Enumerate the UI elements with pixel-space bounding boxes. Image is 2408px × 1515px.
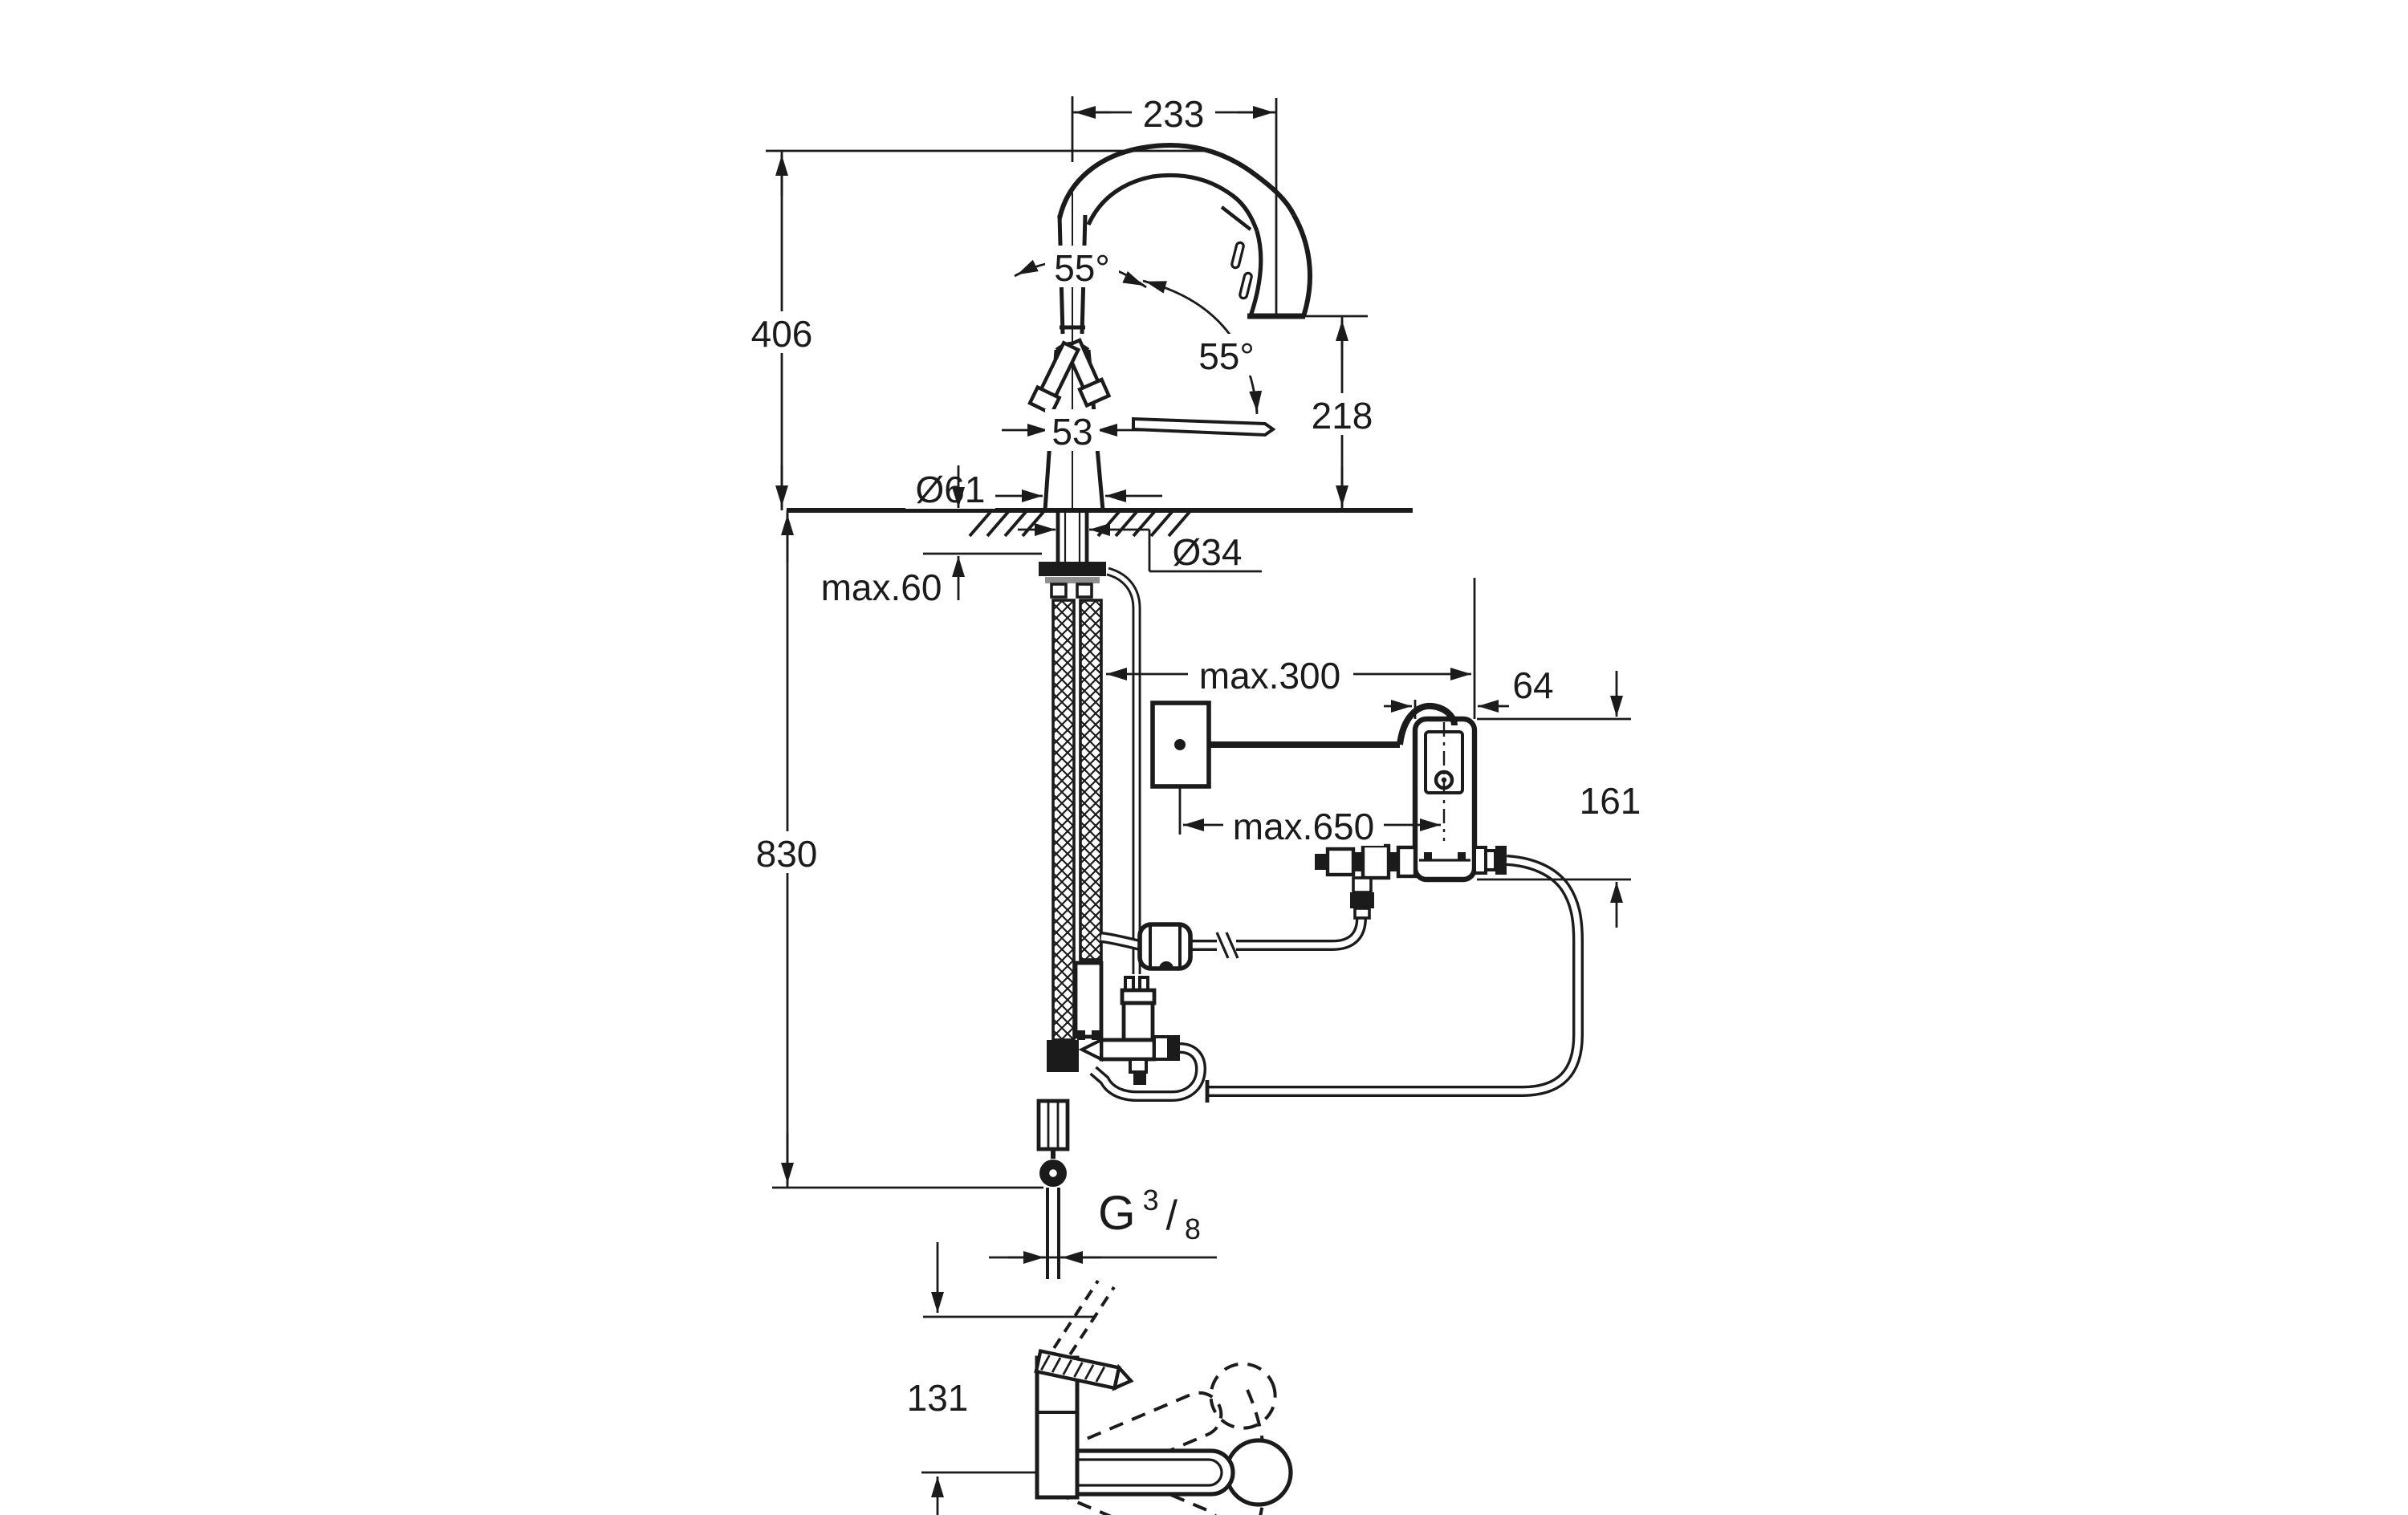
cartridge-body [1121,1001,1155,1042]
dim-131-label: 131 [907,1377,969,1419]
body-top-view [1035,1355,1080,1500]
hose-nipple [1050,583,1068,599]
dimension-53: 53 [1002,409,1143,453]
dim-406-label: 406 [751,313,813,355]
angle-55-left-label: 55° [1054,247,1110,289]
dim-max650-label: max.650 [1233,806,1374,847]
dimension-dia61: Ø61 [905,467,1162,510]
braided-hose-left [1051,599,1076,1042]
dim-dia61-label: Ø61 [916,469,986,510]
dimension-406: 406 [740,151,824,510]
braided-hose-right [1079,599,1103,961]
thread-denominator: 8 [1185,1212,1201,1245]
hose-break-mark [1225,932,1239,959]
pullout-hose [1106,567,1141,974]
spray-button-slot [1239,271,1253,300]
lever-travel-dashed [1058,1286,1116,1372]
handle-right-position [1027,340,1081,416]
dimension-dia34: Ø34 [1018,523,1262,573]
handle-horizontal-position [1132,416,1276,437]
angle-55-right: 55° [1142,279,1263,415]
dimension-max60: max.60 [821,465,965,608]
tee-right-ring [1169,1035,1180,1061]
dim-max300-label: max.300 [1199,655,1340,697]
dim-218-label: 218 [1312,395,1373,437]
control-box-led [1434,770,1454,790]
thread-label: G 3 / 8 [1098,1184,1201,1245]
dimension-64: 64 [1384,664,1554,719]
cartridge-cap [1120,988,1157,1005]
dimension-218: 218 [1300,316,1384,510]
u-bend-hose [1089,1042,1207,1102]
thread-slash: / [1165,1192,1178,1239]
dimension-g38: G 3 / 8 [989,1184,1217,1264]
dim-53-label: 53 [1051,411,1092,453]
spout-outer-edge [1057,143,1296,219]
tee-right-port [1153,1035,1170,1061]
tee-body [1099,1038,1157,1062]
dim-max60-label: max.60 [821,567,942,608]
hose-connector [1047,1040,1079,1072]
supply-pipe-assembly [1036,1040,1079,1279]
sensor-puck [1150,701,1211,835]
lever-top-view [1034,1348,1134,1391]
dim-dia34-label: Ø34 [1173,531,1243,573]
mounting-flange [1039,562,1106,576]
spray-button-slot [1230,241,1245,270]
hose-bracket [1073,961,1104,1039]
hose-nipple [1076,583,1093,599]
dim-64-label: 64 [1512,664,1553,706]
spray-head-joint [1220,205,1252,231]
dimension-830: 830 [745,510,828,1188]
spout-top-view [1051,1448,1235,1497]
dimension-max300: max.300 [1106,578,1476,719]
control-box [1412,716,1478,883]
check-valve-tee [1073,961,1180,1085]
control-box-right-loop [1205,846,1584,1103]
dimension-161: 161 [1477,671,1647,928]
ribbed-connector [1036,1099,1070,1151]
angle-55-left: 55° [1014,246,1147,289]
angle-55-right-label: 55° [1198,335,1255,377]
control-box-left-fittings [1315,843,1418,920]
dimension-233: 233 [1072,91,1278,315]
control-box-housing [1412,716,1478,883]
spout-arc [1057,143,1368,319]
tee-left-connector [1078,1037,1103,1062]
spray-head-inner [1248,230,1263,317]
thread-numerator: 3 [1143,1184,1159,1216]
thread-prefix: G [1098,1186,1136,1240]
dim-161-label: 161 [1580,780,1641,822]
bottom-view: 131 [907,1242,1293,1515]
spray-head-ball [1224,1438,1293,1507]
barrel-notch [1159,961,1173,969]
lever-travel-dashed [1042,1279,1100,1366]
spray-head-outer [1291,213,1312,317]
dim-830-label: 830 [756,833,818,875]
dim-233-label: 233 [1143,93,1205,135]
washer [1045,577,1100,583]
dimension-max650: max.650 [1183,804,1441,847]
sensor-dot [1174,739,1186,750]
spout-inner-edge [1086,173,1259,232]
tee-bottom-port [1129,1058,1148,1074]
mounting-shank [1039,510,1106,599]
hose-break-mark [1215,932,1230,959]
